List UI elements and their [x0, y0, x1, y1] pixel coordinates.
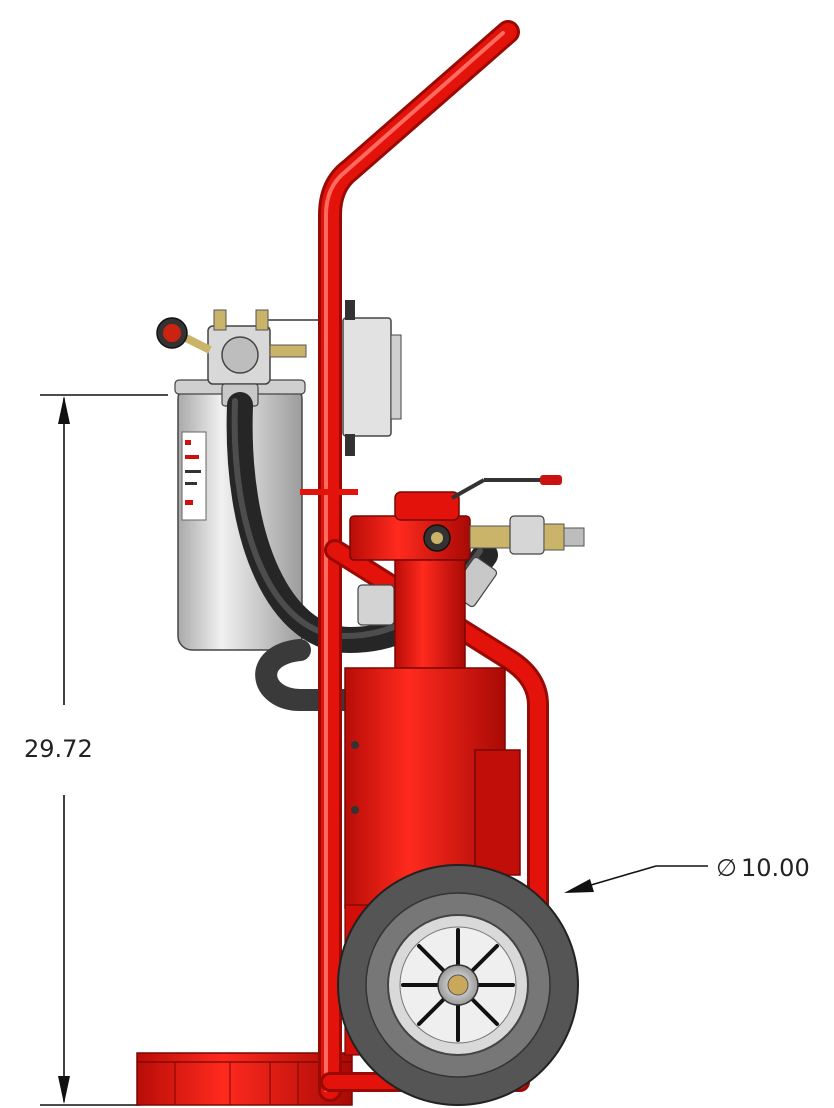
- height-dimension: [40, 394, 168, 1106]
- wheel-diameter-label: 10.00: [741, 854, 810, 882]
- filter-head: [207, 309, 318, 407]
- height-arrow-top: [58, 396, 70, 424]
- wheel-diameter-symbol: ∅: [716, 854, 737, 882]
- height-dimension-label: 29.72: [24, 735, 93, 763]
- diameter-leader-arrow: [564, 879, 594, 893]
- electrical-box: [342, 300, 402, 456]
- cart-frame: [318, 20, 549, 1102]
- wheel-diameter-dimension: [564, 865, 708, 893]
- wheel: [337, 864, 579, 1106]
- base-plate: [136, 1052, 353, 1106]
- height-arrow-bottom: [58, 1076, 70, 1104]
- pressure-gauge: [156, 317, 212, 354]
- pump-valve-block: [349, 475, 585, 626]
